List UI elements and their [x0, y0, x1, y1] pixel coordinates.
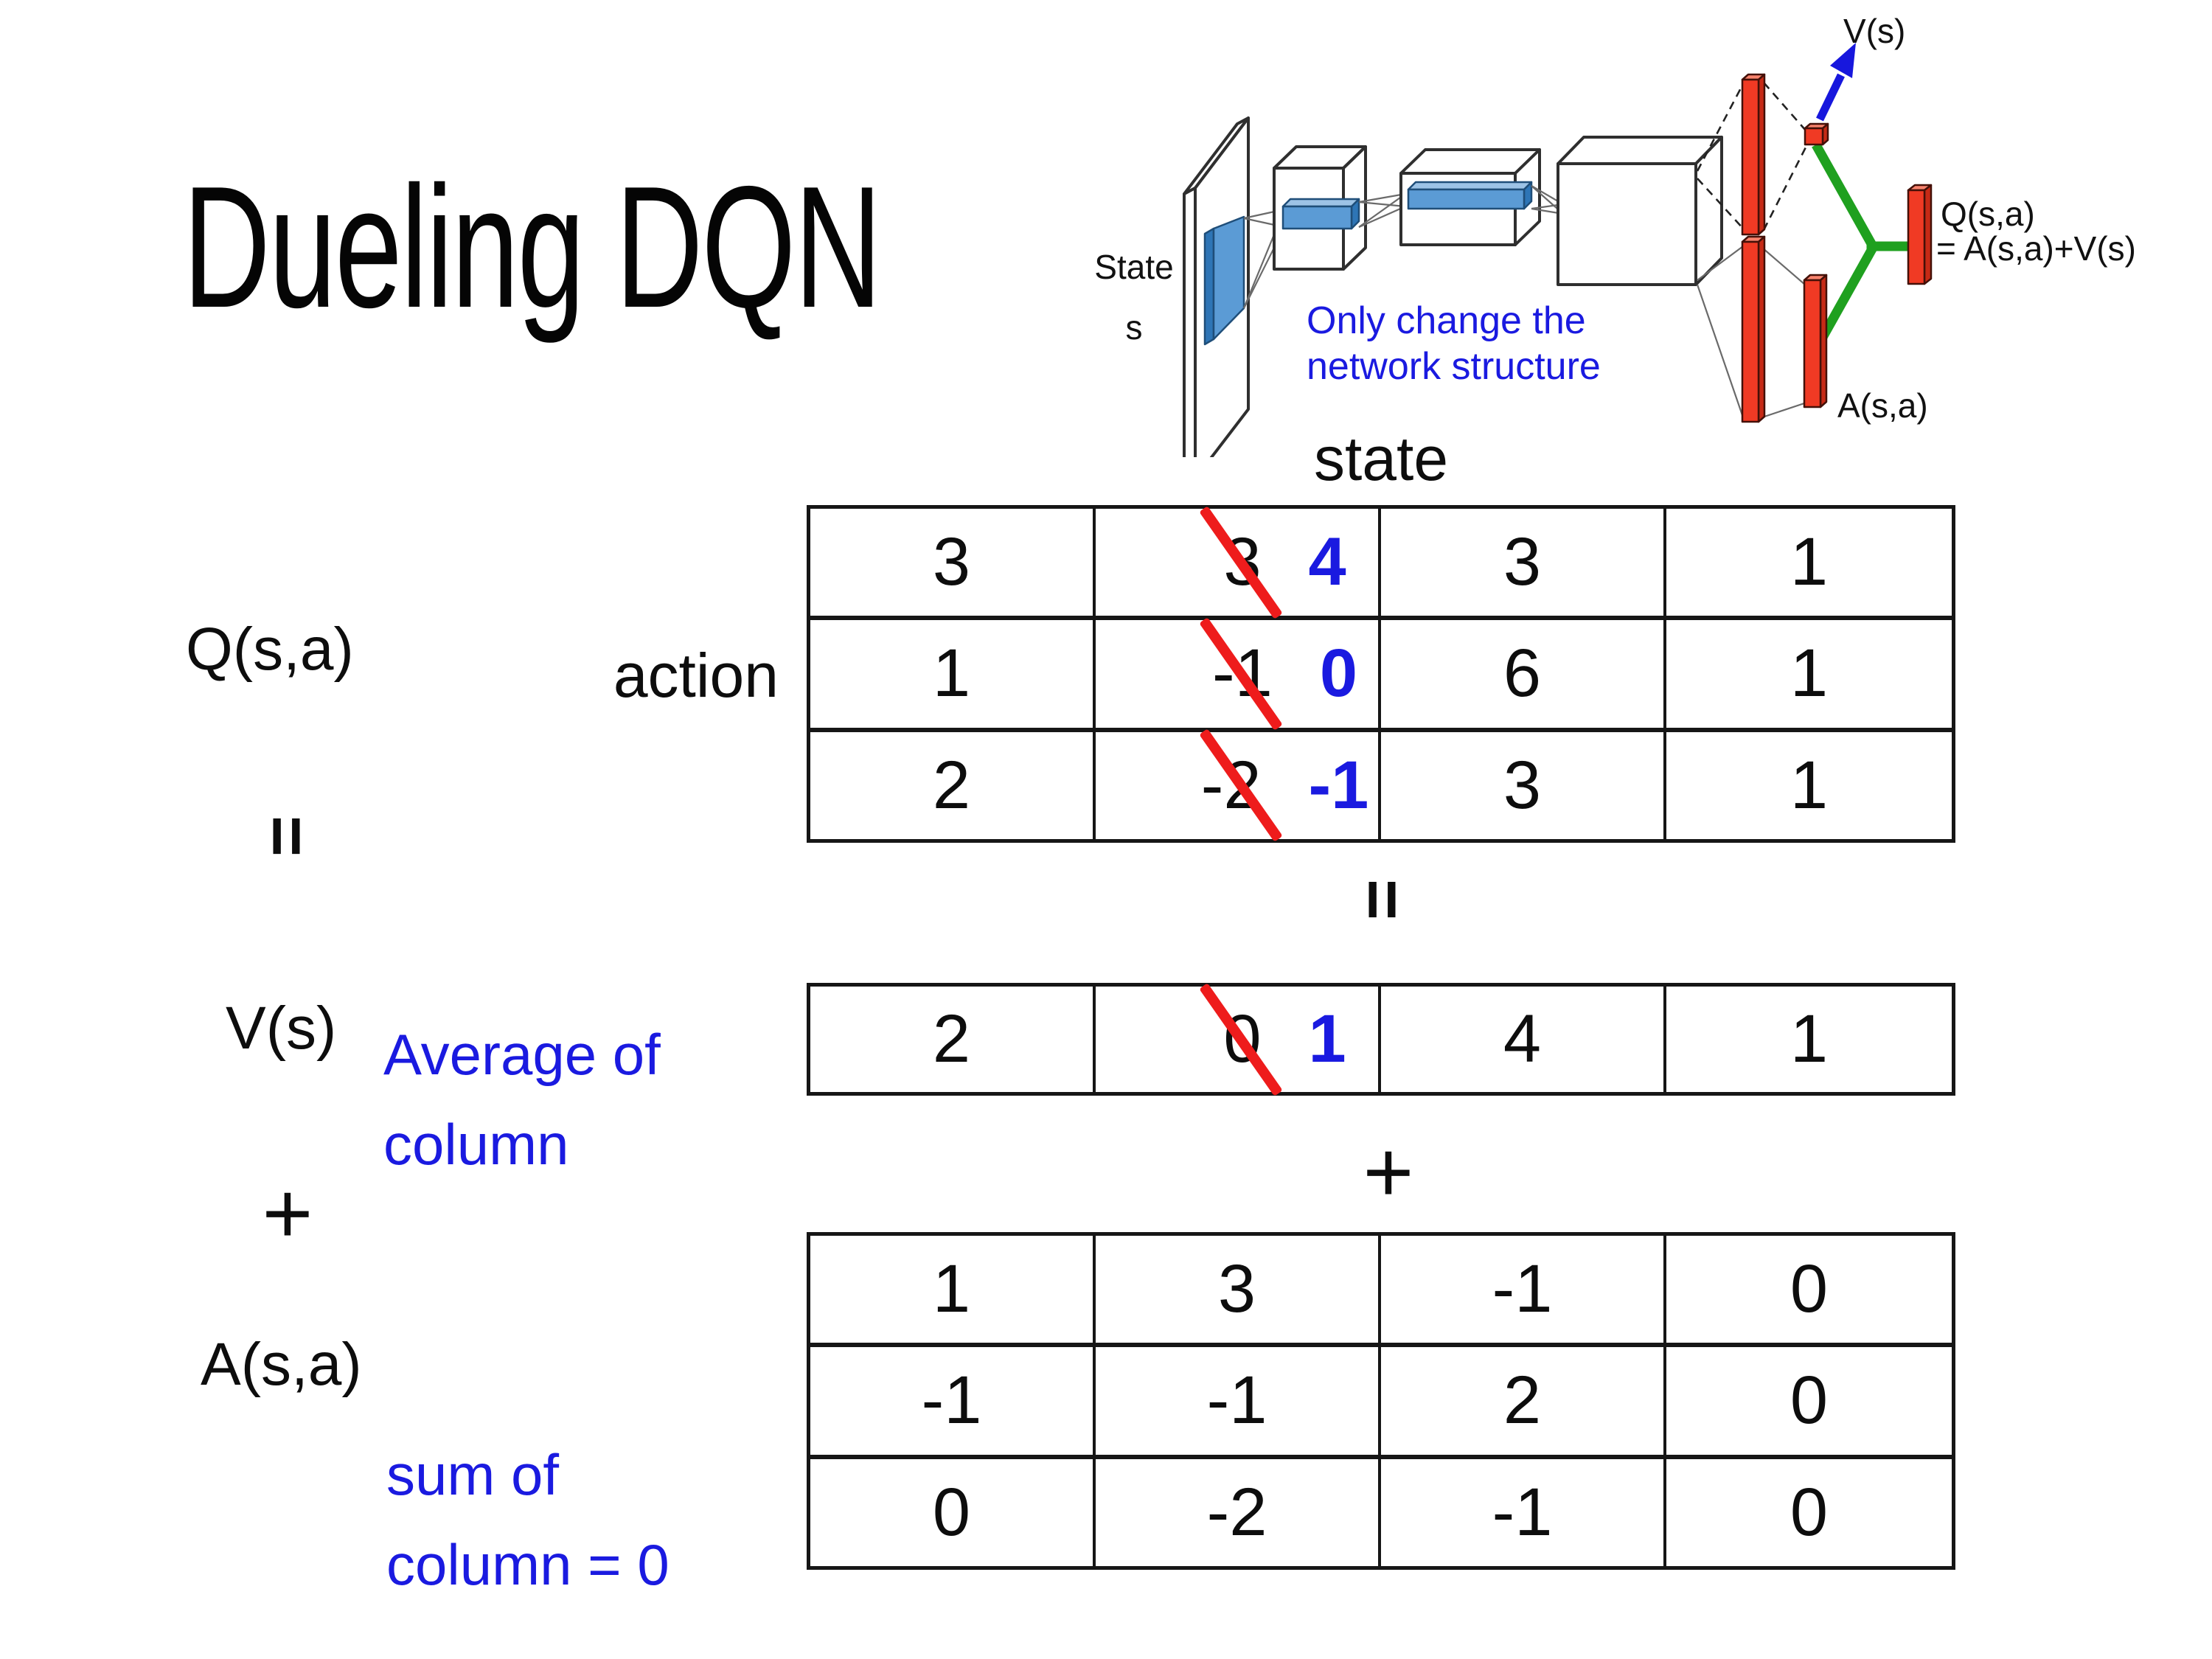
state-header: state [1313, 424, 1449, 493]
table-row: 1 3 -1 0 [810, 1236, 1952, 1348]
feature-bar-2-icon [1407, 181, 1533, 210]
a-cell: 0 [810, 1458, 1096, 1566]
plus-sign-center: + [1363, 1124, 1414, 1222]
q-cell: 2 [810, 731, 1096, 839]
feature-bar-1-icon [1281, 198, 1360, 230]
rotated-equals-center: = [1343, 878, 1423, 921]
a-note-line1: sum of [386, 1442, 560, 1507]
diagram-note-line1: Only change the [1307, 299, 1586, 342]
old-value: -2 [1200, 747, 1262, 823]
diagram-a-label: A(s,a) [1837, 386, 1928, 425]
diagram-note-line2: network structure [1307, 345, 1601, 388]
new-value: 1 [1308, 1001, 1346, 1077]
page-title: Dueling DQN [183, 150, 882, 344]
a-cell: -1 [1381, 1458, 1666, 1566]
q-output-bar-icon [1907, 184, 1933, 285]
v-table: 2 01 4 1 [807, 982, 1955, 1096]
a-cell: 0 [1790, 1474, 1829, 1550]
a-vector-bar-icon [1803, 274, 1828, 408]
table-row: 3 34 3 1 [810, 505, 1952, 621]
aggregate-y-connector [1812, 142, 1916, 352]
diagram-state-s-label: s [1126, 308, 1143, 347]
solid-links-a-branch [1696, 246, 1807, 419]
v-cell: 2 [810, 987, 1096, 1092]
q-cell-struck: -2 -1 [1096, 728, 1381, 843]
new-value: -1 [1308, 747, 1369, 823]
hidden-bar-top-icon [1741, 73, 1766, 236]
plus-sign-left: + [262, 1165, 313, 1263]
q-cell: 1 [1790, 747, 1829, 823]
v-term-label: V(s) [226, 995, 337, 1062]
a-term-label: A(s,a) [201, 1331, 362, 1398]
v-cell: 4 [1381, 987, 1666, 1092]
v-cell: 1 [1790, 1001, 1829, 1077]
fc-box [1557, 136, 1723, 286]
v-cell-struck: 01 [1096, 982, 1381, 1096]
q-cell: 3 [810, 509, 1096, 616]
a-cell: 1 [810, 1236, 1096, 1343]
rotated-equals-left: = [248, 815, 327, 858]
q-cell: 3 [1381, 731, 1666, 839]
a-cell: 3 [1096, 1236, 1381, 1343]
a-cell: -1 [1096, 1347, 1381, 1455]
table-row: 0 -2 -1 0 [810, 1458, 1952, 1566]
new-value: 0 [1319, 636, 1357, 712]
a-table: 1 3 -1 0 -1 -1 2 0 0 -2 -1 0 [807, 1232, 1955, 1570]
a-cell: 0 [1790, 1363, 1829, 1439]
a-note-line2: column = 0 [386, 1532, 669, 1597]
diagram-q-formula: = A(s,a)+V(s) [1936, 229, 2136, 268]
v-note-line2: column [383, 1112, 569, 1177]
new-value: 4 [1308, 524, 1346, 600]
a-cell: 0 [1790, 1251, 1829, 1327]
v-scalar-node-icon [1804, 122, 1829, 146]
diagram-v-label: V(s) [1843, 12, 1905, 50]
q-table: 3 34 3 1 1 -10 6 1 2 -2 -1 3 1 [807, 505, 1955, 843]
dashed-links-v-branch [1696, 80, 1809, 231]
table-row: 2 01 4 1 [810, 982, 1952, 1096]
q-term-label: Q(s,a) [186, 616, 354, 683]
hidden-bar-bottom-icon [1741, 235, 1766, 423]
fan-lines-2 [1358, 192, 1406, 229]
table-row: 2 -2 -1 3 1 [810, 728, 1952, 843]
diagram-q-label: Q(s,a) [1941, 195, 2035, 233]
a-cell: 2 [1381, 1347, 1666, 1455]
a-cell: -1 [1381, 1236, 1666, 1343]
a-cell: -1 [810, 1347, 1096, 1455]
diagram-state-label: State [1094, 248, 1173, 286]
table-row: -1 -1 2 0 [810, 1347, 1952, 1459]
v-note-line1: Average of [383, 1022, 661, 1087]
q-cell: 1 [810, 620, 1096, 728]
a-cell: -2 [1096, 1458, 1381, 1566]
q-cell-struck: -10 [1096, 617, 1381, 731]
q-cell: 3 [1381, 509, 1666, 616]
q-cell-struck: 34 [1096, 505, 1381, 619]
v-arrow-icon [1816, 43, 1856, 122]
table-row: 1 -10 6 1 [810, 617, 1952, 732]
q-cell: 1 [1790, 636, 1829, 712]
action-label: action [613, 641, 779, 710]
q-cell: 1 [1790, 524, 1829, 600]
q-cell: 6 [1381, 620, 1666, 728]
network-diagram: State s [1094, 12, 2136, 457]
